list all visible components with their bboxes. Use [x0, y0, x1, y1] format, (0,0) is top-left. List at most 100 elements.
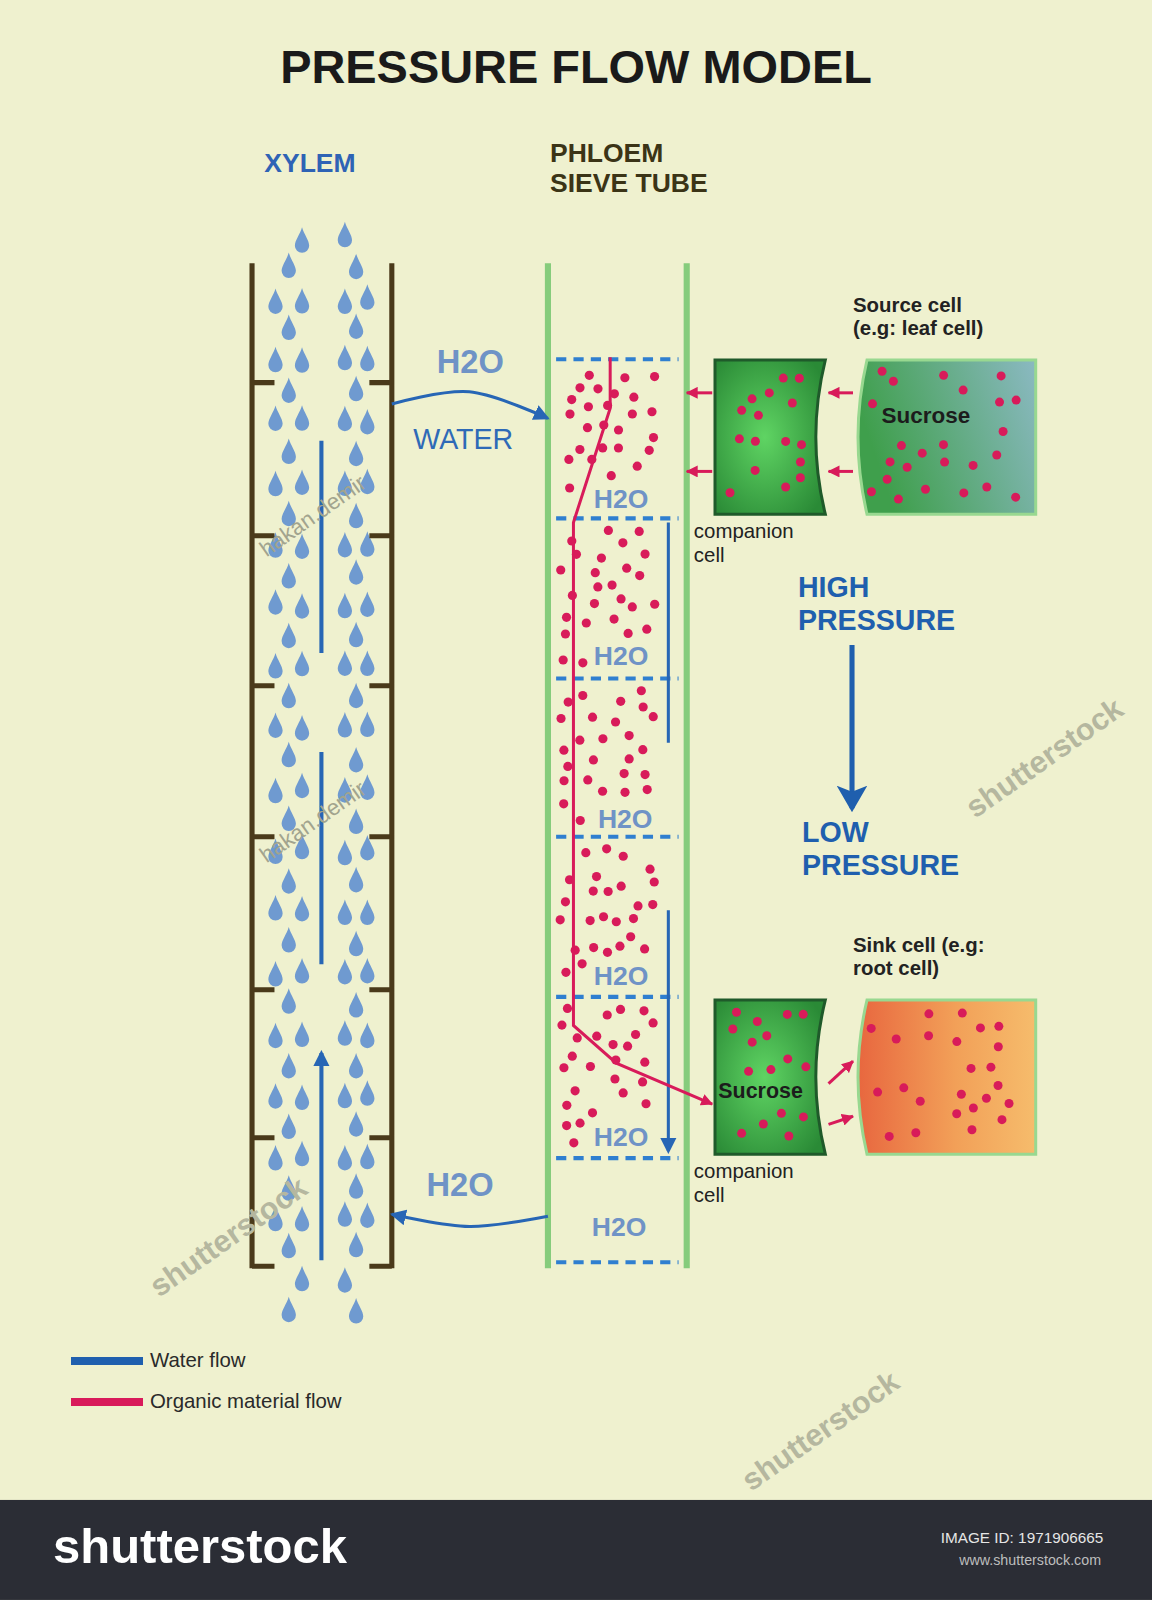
sucrose-dot [894, 495, 903, 504]
sucrose-dot [575, 383, 584, 392]
legend-swatch [71, 1398, 142, 1406]
title: PRESSURE FLOW MODEL [0, 41, 1152, 95]
sucrose-dot [640, 1058, 649, 1067]
pressure-label: HIGH PRESSURE [798, 571, 966, 637]
water-flow-arrow [392, 1214, 548, 1226]
water-drop [295, 405, 309, 431]
water-drop [282, 253, 296, 279]
sucrose-dot [559, 799, 568, 808]
upward-flow-arrow [319, 441, 323, 1260]
sucrose-dot [785, 1131, 794, 1140]
companion-cell: Sucrosecompanion cell [712, 997, 828, 1157]
sucrose-dot [916, 1097, 925, 1106]
sucrose-dot [578, 959, 587, 968]
sucrose-dot [788, 399, 797, 408]
water-drop [349, 1111, 363, 1137]
sucrose-dot [557, 1021, 566, 1030]
sucrose-dot [647, 407, 656, 416]
sucrose-dot [575, 445, 584, 454]
water-drop [360, 650, 374, 676]
sucrose-dot [559, 1063, 568, 1072]
sucrose-dot [619, 852, 628, 861]
logo: shutterstock [53, 1518, 347, 1574]
sucrose-dot [614, 443, 623, 452]
sucrose-dot [645, 446, 654, 455]
water-drop [282, 988, 296, 1014]
sucrose-dot [617, 882, 626, 891]
water-drop [338, 406, 352, 432]
water-drop [338, 345, 352, 371]
water-drop [360, 409, 374, 435]
sucrose-dot [897, 441, 906, 450]
xylem-tube: XYLEM [252, 263, 392, 1268]
water-drop [282, 563, 296, 589]
sucrose-dot [921, 485, 930, 494]
sucrose-dot [598, 787, 607, 796]
watermark: shutterstock [959, 691, 1130, 825]
water-drop [282, 439, 296, 465]
sucrose-dot [873, 1087, 882, 1096]
water-drop [349, 867, 363, 893]
sucrose-dot [777, 1109, 786, 1118]
sucrose-dot [565, 483, 574, 492]
water-drop [282, 623, 296, 649]
water-drop [295, 469, 309, 495]
node-heading: Source cell (e.g: leaf cell) [853, 294, 1006, 341]
water-label: H2O [598, 804, 653, 835]
water-drop [338, 959, 352, 985]
water-label: H2O [594, 961, 649, 992]
water-drop [268, 405, 282, 431]
organic-flow-arrow [829, 470, 853, 473]
water-drop [349, 441, 363, 467]
water-drop [282, 314, 296, 340]
water-drop [295, 1141, 309, 1167]
sucrose-dot [957, 1090, 966, 1099]
sucrose-dot [564, 697, 573, 706]
sucrose-dot [628, 602, 637, 611]
sucrose-dot [649, 1018, 658, 1027]
sucrose-dot [643, 785, 652, 794]
water-drop [360, 712, 374, 738]
sucrose-dot [639, 1006, 648, 1015]
water-label: H2O [594, 641, 649, 672]
sucrose-dot [583, 775, 592, 784]
sucrose-dot [748, 1038, 757, 1047]
node-heading: PHLOEM SIEVE TUBE [550, 138, 729, 199]
phloem-wall [548, 263, 687, 1268]
water-drop [295, 227, 309, 253]
sucrose-dot [638, 745, 647, 754]
sucrose-dot [781, 437, 790, 446]
water-drop [349, 559, 363, 585]
watermark: hakan.demir [255, 470, 371, 562]
water-drop [338, 840, 352, 866]
sucrose-dot [563, 762, 572, 771]
sucrose-dot [556, 565, 565, 574]
water-drop [360, 958, 374, 984]
organic-flow-arrow [573, 357, 712, 1104]
water-drop [360, 346, 374, 372]
sucrose-dot [616, 1005, 625, 1014]
sucrose-dot [744, 1067, 753, 1076]
cell-outline [712, 997, 828, 1157]
water-drop [295, 896, 309, 922]
water-drop [338, 650, 352, 676]
cell-outline [853, 997, 1039, 1157]
water-drop [268, 1023, 282, 1049]
sucrose-dot [648, 900, 657, 909]
sucrose-dot [732, 1008, 741, 1017]
sucrose-dot [751, 466, 760, 475]
sucrose-dot [633, 462, 642, 471]
sucrose-dot [562, 1101, 571, 1110]
sucrose-dot [886, 458, 895, 467]
sucrose-dot [625, 754, 634, 763]
sucrose-dot [637, 686, 646, 695]
sucrose-dot [608, 1040, 617, 1049]
sucrose-dot [604, 526, 613, 535]
water-drop [295, 288, 309, 314]
sucrose-dot [576, 816, 585, 825]
sucrose-dot [748, 394, 757, 403]
sucrose-dot [588, 1108, 597, 1117]
cell-body [858, 360, 1036, 514]
sucrose-dot [802, 1062, 811, 1071]
